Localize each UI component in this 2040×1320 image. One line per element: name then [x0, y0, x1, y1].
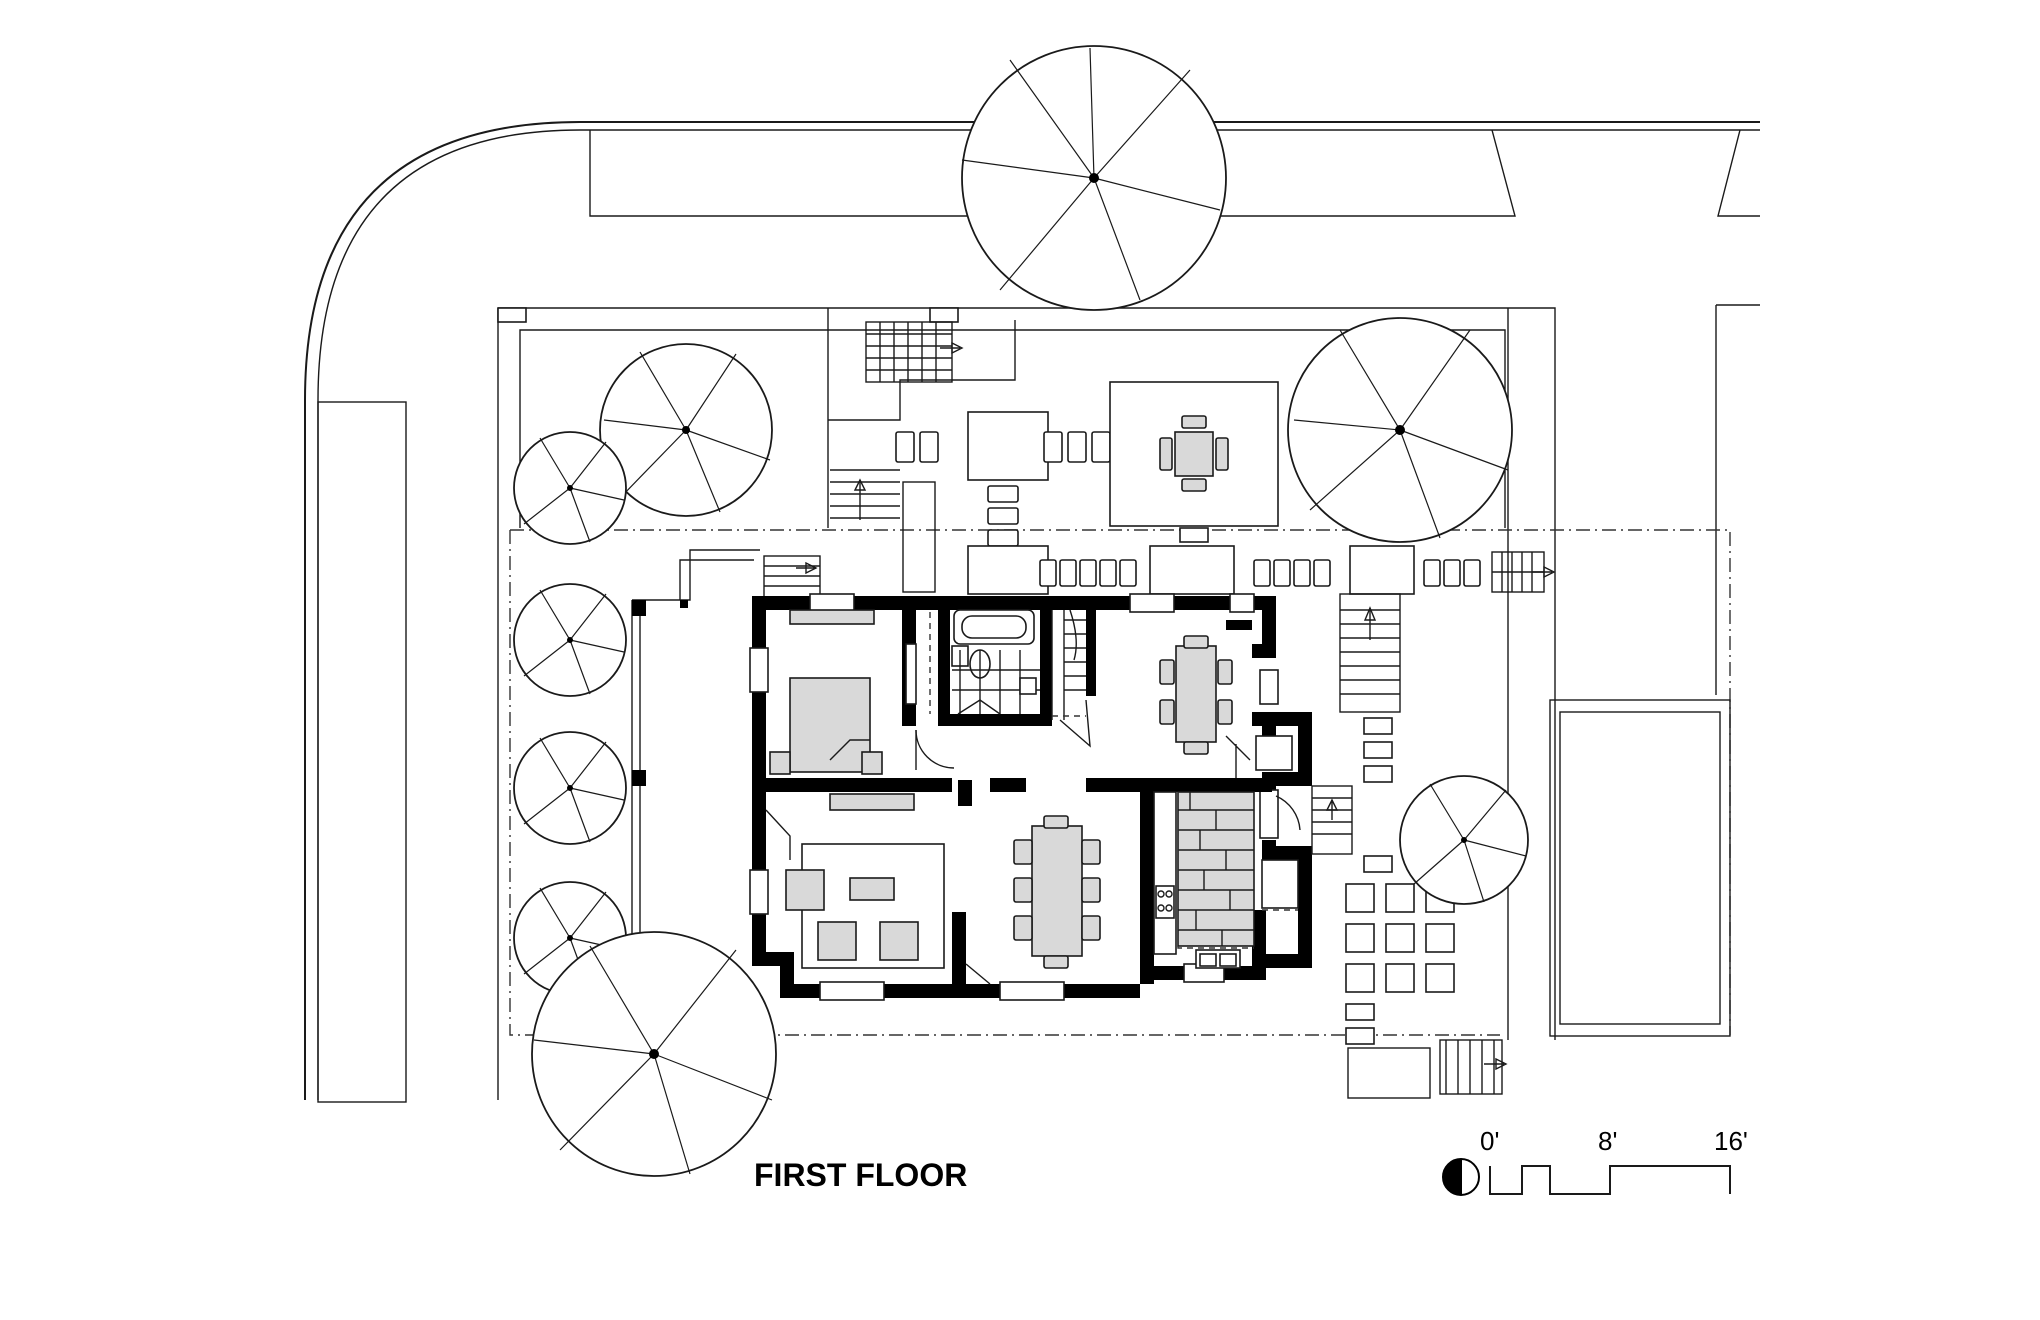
bedroom	[769, 609, 955, 775]
tree-canopy-icon	[513, 731, 627, 845]
scale-label-8: 8'	[1598, 1126, 1617, 1156]
patio-stair-upper	[865, 321, 964, 383]
tree-canopy-icon	[513, 583, 627, 697]
drawing-title: FIRST FLOOR	[754, 1157, 967, 1193]
tree-canopy-icon	[531, 931, 777, 1177]
dining-nook	[1159, 635, 1293, 778]
scale-label-0: 0'	[1480, 1126, 1499, 1156]
scale-label-16: 16'	[1714, 1126, 1748, 1156]
house-walls	[749, 593, 1312, 1001]
stair-hall	[1051, 609, 1091, 748]
living-room	[765, 793, 945, 969]
north-arrow-icon	[1442, 1158, 1480, 1196]
tree-canopy-icon	[1287, 317, 1513, 543]
patio-stair-lower	[830, 469, 900, 520]
back-patio	[827, 308, 1556, 595]
tree-canopy-icon	[599, 343, 773, 517]
patio-pavers-row	[1039, 559, 1481, 587]
garage	[1549, 699, 1731, 1037]
scale-bar: 0' 8' 16'	[1480, 1126, 1748, 1195]
front-porch	[631, 549, 821, 958]
bathroom	[951, 609, 1040, 715]
tree-canopy-icon	[1399, 775, 1529, 905]
tree-canopy-icon	[961, 45, 1227, 311]
dining-room	[965, 815, 1101, 985]
tree-canopy-icon	[513, 431, 627, 545]
tree-canopies	[513, 45, 1529, 1177]
side-entry	[1275, 593, 1508, 1099]
kitchen	[1153, 791, 1299, 969]
